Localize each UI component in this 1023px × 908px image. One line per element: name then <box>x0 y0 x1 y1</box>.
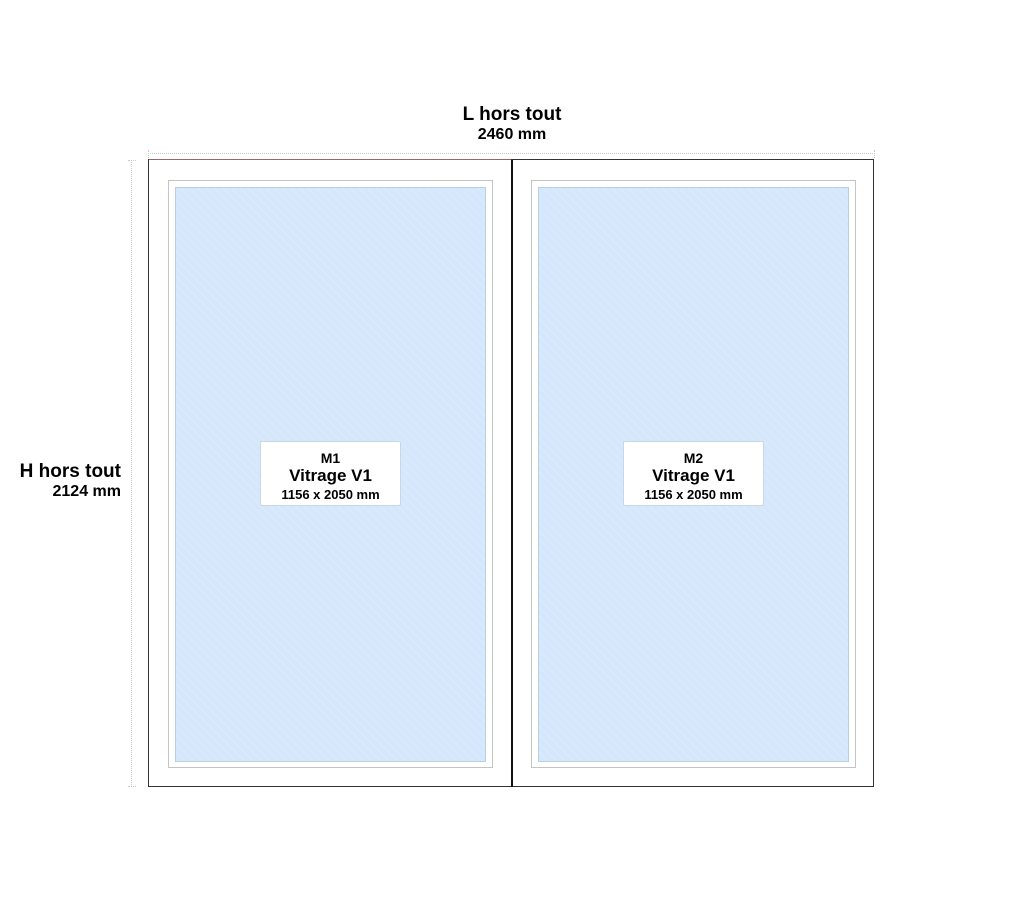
overall-width-dimension: L hors tout 2460 mm <box>412 104 612 144</box>
pane-id: M1 <box>320 450 341 466</box>
pane-glazing: Vitrage V1 <box>289 466 372 485</box>
pane-label-m1[interactable]: M1 Vitrage V1 1156 x 2050 mm <box>260 441 401 506</box>
overall-height-dimension: H hors tout 2124 mm <box>0 461 121 501</box>
pane-label-m2[interactable]: M2 Vitrage V1 1156 x 2050 mm <box>623 441 764 506</box>
width-value: 2460 mm <box>477 126 547 143</box>
frame-top-accent <box>149 159 511 160</box>
height-dimension-line <box>128 160 136 787</box>
width-dimension-line <box>148 150 875 158</box>
width-label: L hors tout <box>462 104 562 125</box>
pane-size: 1156 x 2050 mm <box>281 487 380 502</box>
pane-id: M2 <box>683 450 704 466</box>
height-label: H hors tout <box>19 461 121 482</box>
pane-size: 1156 x 2050 mm <box>644 487 743 502</box>
center-mullion <box>511 160 513 787</box>
height-value: 2124 mm <box>52 483 122 500</box>
pane-glazing: Vitrage V1 <box>652 466 735 485</box>
